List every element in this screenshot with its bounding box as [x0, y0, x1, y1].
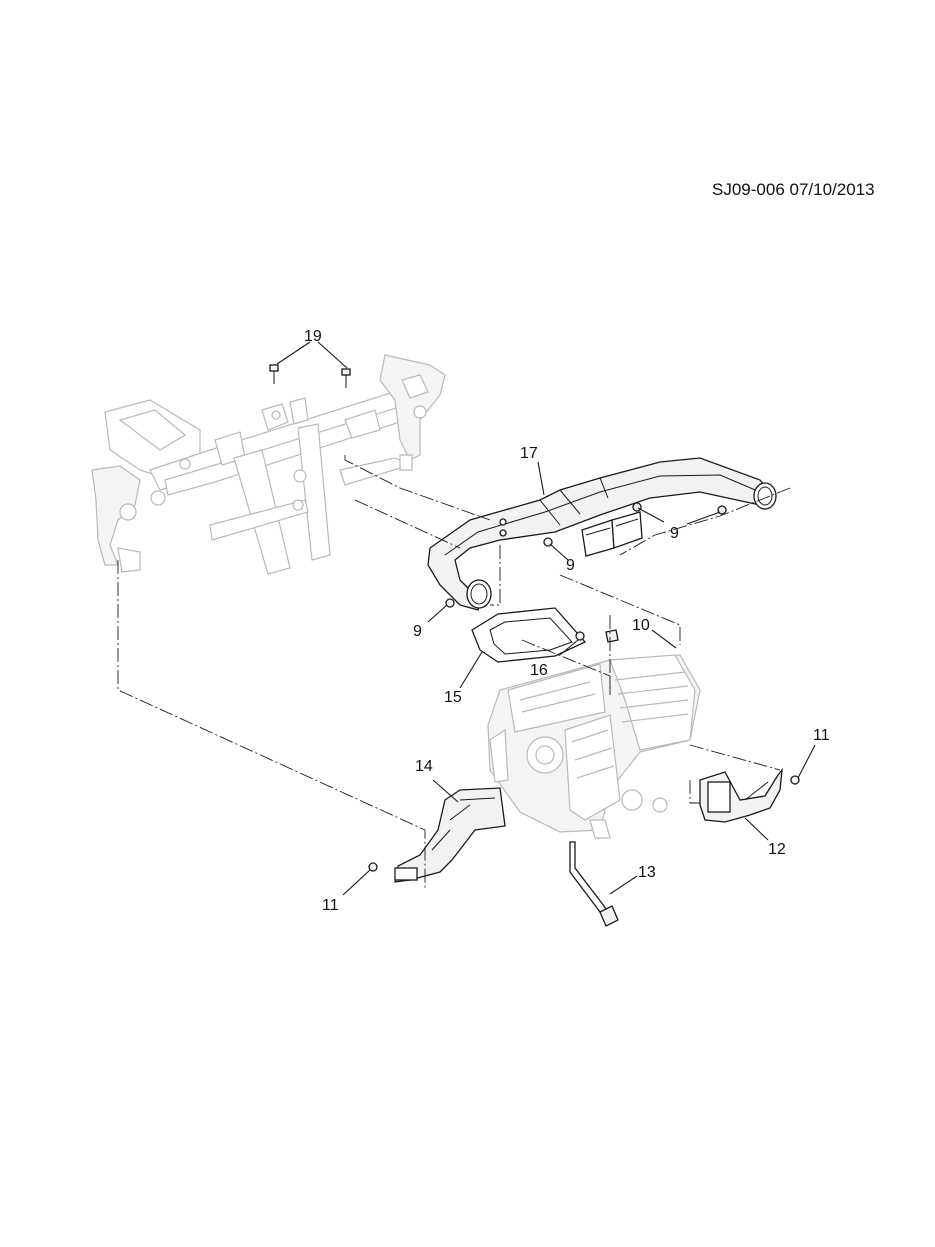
- drain-hose-13: [569, 841, 619, 927]
- callout-13: 13: [638, 864, 656, 881]
- bolt-19-right: [341, 368, 351, 388]
- screw-9-a: [445, 598, 455, 608]
- leader-lines: [276, 341, 816, 896]
- callout-14: 14: [415, 758, 433, 775]
- seal-15: [471, 607, 587, 663]
- bolt-19-left: [269, 364, 279, 384]
- floor-duct-12: [699, 767, 783, 823]
- floor-duct-14: [394, 787, 506, 883]
- callout-19: 19: [304, 328, 322, 345]
- clip-10: [605, 629, 619, 643]
- nut-16: [575, 631, 585, 641]
- callout-12: 12: [768, 841, 786, 858]
- callout-17: 17: [520, 445, 538, 462]
- callout-9-left: 9: [413, 623, 422, 640]
- center-air-duct: [427, 457, 777, 611]
- callout-10: 10: [632, 617, 650, 634]
- callout-11-left: 11: [322, 897, 339, 914]
- callout-11-right: 11: [813, 727, 830, 744]
- instrument-panel-carrier: [91, 354, 446, 575]
- callout-15: 15: [444, 689, 462, 706]
- callouts: 19 17 9 9 9 10 16 15 11 11 14 12 13: [304, 328, 830, 914]
- hvac-module: [487, 654, 701, 839]
- alignment-lines: [117, 455, 791, 888]
- screw-11-right: [790, 775, 800, 785]
- screw-9-c: [632, 502, 642, 512]
- screw-9-d: [717, 505, 727, 515]
- callout-9-center: 9: [566, 557, 575, 574]
- callout-9-right: 9: [670, 525, 679, 542]
- callout-16: 16: [530, 662, 548, 679]
- screw-11-left: [368, 862, 378, 872]
- drawing-code: SJ09-006 07/10/2013: [712, 180, 875, 199]
